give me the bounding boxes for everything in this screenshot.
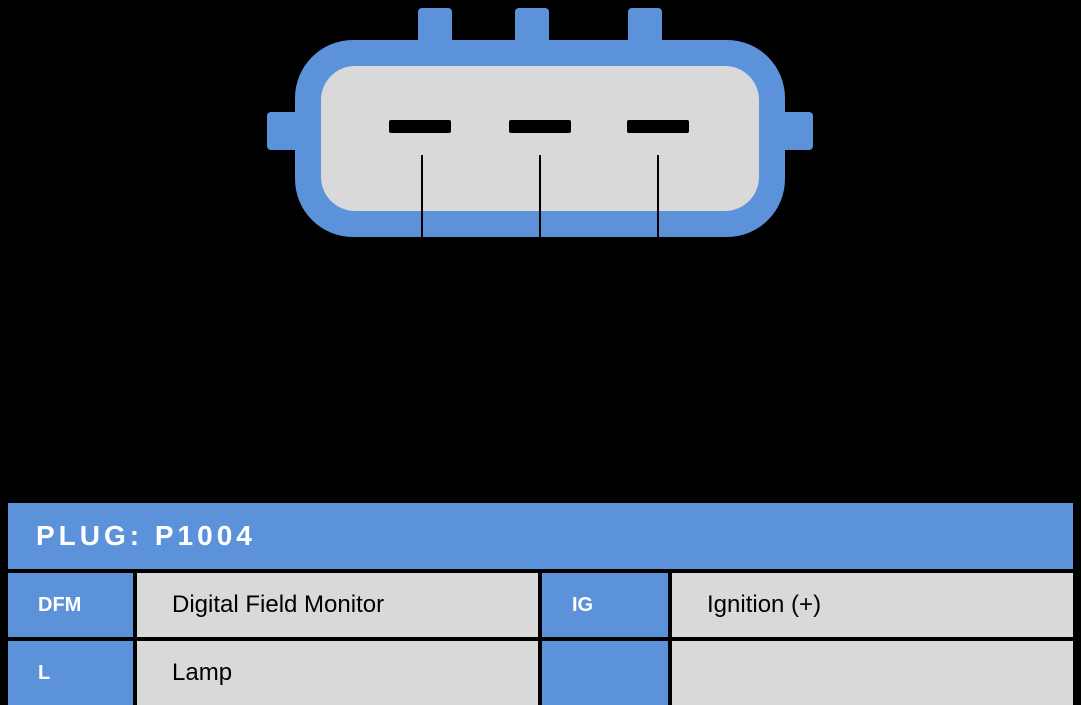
pinout-grid: DFM Digital Field Monitor IG Ignition (+…	[8, 573, 1073, 705]
pin-description: Digital Field Monitor	[172, 591, 385, 618]
pin-label-cell-l: L	[8, 641, 133, 705]
connector-pin-2	[509, 120, 571, 133]
pin-description: Ignition (+)	[707, 591, 822, 618]
connector-pin-3	[627, 120, 689, 133]
pin-leader-line-2	[539, 155, 541, 237]
pin-description-cell-l: Lamp	[137, 641, 538, 705]
pin-description-cell-ig: Ignition (+)	[672, 573, 1073, 637]
pin-description-cell-dfm: Digital Field Monitor	[137, 573, 538, 637]
pin-label: DFM	[38, 593, 82, 616]
pin-leader-line-3	[657, 155, 659, 237]
table-title: PLUG: P1004	[36, 520, 256, 551]
connector-top-tab-1	[418, 8, 452, 46]
connector-side-tab-left	[267, 112, 299, 150]
pin-label: IG	[572, 593, 594, 616]
connector-diagram	[267, 8, 813, 237]
pin-label-cell-ig: IG	[542, 573, 668, 637]
pin-leader-line-1	[421, 155, 423, 237]
pin-description-cell-empty	[672, 641, 1073, 705]
pin-label: L	[38, 661, 51, 684]
table-title-bar: PLUG: P1004	[8, 503, 1073, 569]
pin-label-cell-dfm: DFM	[8, 573, 133, 637]
connector-top-tab-3	[628, 8, 662, 46]
pinout-table: PLUG: P1004 DFM Digital Field Monitor IG…	[8, 503, 1073, 705]
connector-top-tab-2	[515, 8, 549, 46]
connector-pin-1	[389, 120, 451, 133]
pin-description: Lamp	[172, 659, 233, 686]
connector-side-tab-right	[781, 112, 813, 150]
pin-label-cell-empty	[542, 641, 668, 705]
